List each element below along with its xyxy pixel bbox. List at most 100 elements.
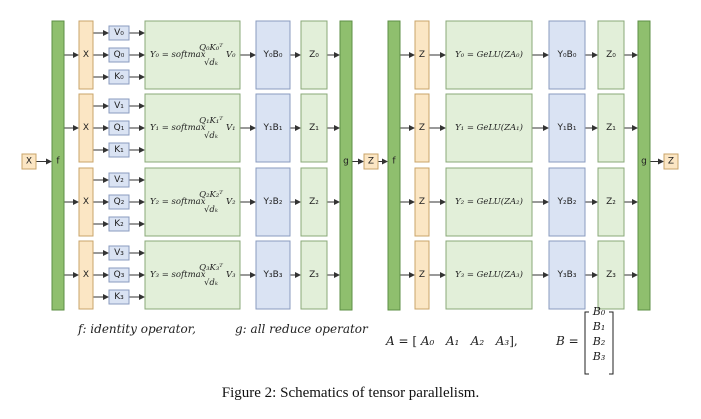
left-branch-3-x-bar xyxy=(78,240,94,310)
left-branch-2-q-box-label: Q₂ xyxy=(114,197,125,207)
right-branch-3-yb-box xyxy=(548,240,586,310)
left-branch-3-z-box xyxy=(300,240,328,310)
right-branch-1-z-in-bar xyxy=(414,93,430,163)
left-branch-3-yb-box xyxy=(255,240,291,310)
f-bar-right xyxy=(387,20,401,311)
left-branch-2-z-box xyxy=(300,167,328,237)
left-branch-2-k-box xyxy=(108,216,130,232)
right-branch-2-z-box xyxy=(597,167,625,237)
formula-a-item-3: A₃ xyxy=(495,334,510,348)
left-branch-3-q-box xyxy=(108,267,130,283)
left-branch-3-attn-lhs: Y₃ = softmax xyxy=(150,270,206,280)
right-branch-1-gelu-box xyxy=(445,93,533,163)
formula-a-close: ], xyxy=(509,334,518,348)
formula-a-item-0: A₀ xyxy=(420,334,435,348)
formula-a-eq: = [ xyxy=(398,334,418,348)
right-branch-3-gelu-label: Y₃ = GeLU(ZA₃) xyxy=(455,269,523,280)
left-branch-2-attn-lhs: Y₂ = softmax xyxy=(150,197,206,207)
formula-b-lhs: B = xyxy=(556,334,579,348)
left-branch-2-q-box xyxy=(108,194,130,210)
left-branch-1-x-label: X xyxy=(83,123,89,133)
left-branch-3-x-label: X xyxy=(83,270,89,280)
left-branch-2-v-box xyxy=(108,172,130,188)
left-branch-0-attention-box xyxy=(144,20,241,90)
formula-b-lhs-text: B = xyxy=(556,334,579,348)
left-branch-1-x-bar xyxy=(78,93,94,163)
right-branch-1-yb-box-label: Y₁B₁ xyxy=(557,123,577,133)
left-branch-3-v-box-label: V₃ xyxy=(114,248,124,258)
right-branch-1-gelu-label: Y₁ = GeLU(ZA₁) xyxy=(455,122,523,133)
left-branch-3-k-box xyxy=(108,289,130,305)
right-branch-2-yb-box xyxy=(548,167,586,237)
left-branch-2-attn-den: √dₖ xyxy=(204,205,218,215)
left-branch-1-z-box xyxy=(300,93,328,163)
right-branch-3-z-box xyxy=(597,240,625,310)
right-branch-0-z-in-label: Z xyxy=(419,50,425,60)
left-branch-1-attn-num: Q₁K₁ᵀ xyxy=(199,116,223,126)
left-branch-0-q-box xyxy=(108,47,130,63)
output-z-box-label: Z xyxy=(668,157,674,167)
g-bar-left-label: g xyxy=(343,157,349,167)
left-branch-2-x-bar xyxy=(78,167,94,237)
left-branch-1-yb-box xyxy=(255,93,291,163)
right-branch-2-z-in-label: Z xyxy=(419,197,425,207)
left-branch-0-z-box-label: Z₀ xyxy=(309,50,319,60)
right-branch-2-z-in-bar xyxy=(414,167,430,237)
left-branch-0-attn-num: Q₀K₀ᵀ xyxy=(199,43,223,53)
formula-a-item-2: A₂ xyxy=(470,334,485,348)
left-branch-0-q-box-label: Q₀ xyxy=(114,50,125,60)
right-branch-2-gelu-box xyxy=(445,167,533,237)
left-branch-0-v-box-label: V₀ xyxy=(114,28,124,38)
left-branch-3-k-box-label: K₃ xyxy=(114,292,124,302)
left-branch-1-v-box-label: V₁ xyxy=(114,101,124,111)
left-branch-3-attn-rhs: V₃ xyxy=(226,270,236,280)
left-branch-0-attn-den: √dₖ xyxy=(204,58,218,68)
f-operator-note: f: identity operator, xyxy=(78,322,196,336)
left-branch-0-yb-box-label: Y₀B₀ xyxy=(263,50,283,60)
left-branch-1-q-box xyxy=(108,120,130,136)
f-bar-left-label: f xyxy=(56,157,60,167)
f-bar-right-label: f xyxy=(392,157,396,167)
f-bar-left xyxy=(51,20,65,311)
left-branch-1-v-box xyxy=(108,98,130,114)
left-branch-3-yb-box-label: Y₃B₃ xyxy=(263,270,283,280)
left-branch-3-attention-box xyxy=(144,240,241,310)
left-branch-0-x-label: X xyxy=(83,50,89,60)
right-branch-1-z-box xyxy=(597,93,625,163)
left-branch-0-yb-box xyxy=(255,20,291,90)
right-branch-0-gelu-label: Y₀ = GeLU(ZA₀) xyxy=(455,49,523,60)
mid-z-box xyxy=(363,153,379,170)
g-bar-right-label: g xyxy=(641,157,647,167)
right-branch-1-yb-box xyxy=(548,93,586,163)
left-branch-2-attn-num: Q₂K₂ᵀ xyxy=(199,190,223,200)
right-branch-0-z-in-bar xyxy=(414,20,430,90)
left-branch-0-k-box xyxy=(108,69,130,85)
right-branch-1-z-box-label: Z₁ xyxy=(606,123,616,133)
mid-z-box-label: Z xyxy=(368,157,374,167)
left-branch-0-z-box xyxy=(300,20,328,90)
figure-caption: Figure 2: Schematics of tensor paralleli… xyxy=(221,385,480,401)
output-z-box xyxy=(663,153,679,170)
left-branch-2-attention-box xyxy=(144,167,241,237)
right-branch-0-gelu-box xyxy=(445,20,533,90)
left-branch-0-x-bar xyxy=(78,20,94,90)
left-branch-0-attn-lhs: Y₀ = softmax xyxy=(150,50,206,60)
g-operator-note: g: all reduce operator xyxy=(235,322,368,336)
left-branch-0-v-box xyxy=(108,25,130,41)
right-branch-2-gelu-label: Y₂ = GeLU(ZA₂) xyxy=(455,196,523,207)
left-branch-3-attn-den: √dₖ xyxy=(204,278,218,288)
formula-b-item-3: B₃ xyxy=(592,350,606,363)
left-branch-2-k-box-label: K₂ xyxy=(114,219,124,229)
formula-b-matrix: B₀ B₁ B₂ B₃ xyxy=(589,304,609,370)
input-x-box xyxy=(21,153,37,170)
left-branch-3-attn-num: Q₃K₃ᵀ xyxy=(199,263,223,273)
left-branch-0-k-box-label: K₀ xyxy=(114,72,124,82)
formula-b-brackets xyxy=(584,311,614,375)
left-branch-1-k-box xyxy=(108,142,130,158)
right-branch-0-yb-box xyxy=(548,20,586,90)
left-branch-0-attn-rhs: V₀ xyxy=(226,50,236,60)
connector-lines xyxy=(36,30,664,300)
formula-b-item-2: B₂ xyxy=(592,335,606,348)
